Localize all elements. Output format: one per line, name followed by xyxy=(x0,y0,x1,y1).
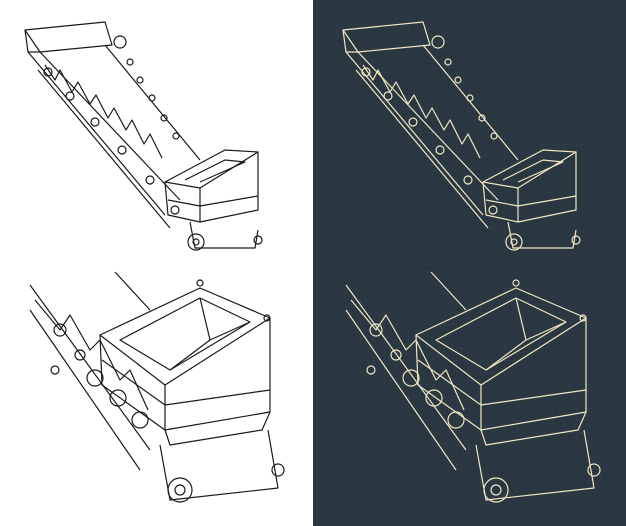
blueprint-grid xyxy=(313,0,626,526)
light-panel-background xyxy=(0,0,313,526)
